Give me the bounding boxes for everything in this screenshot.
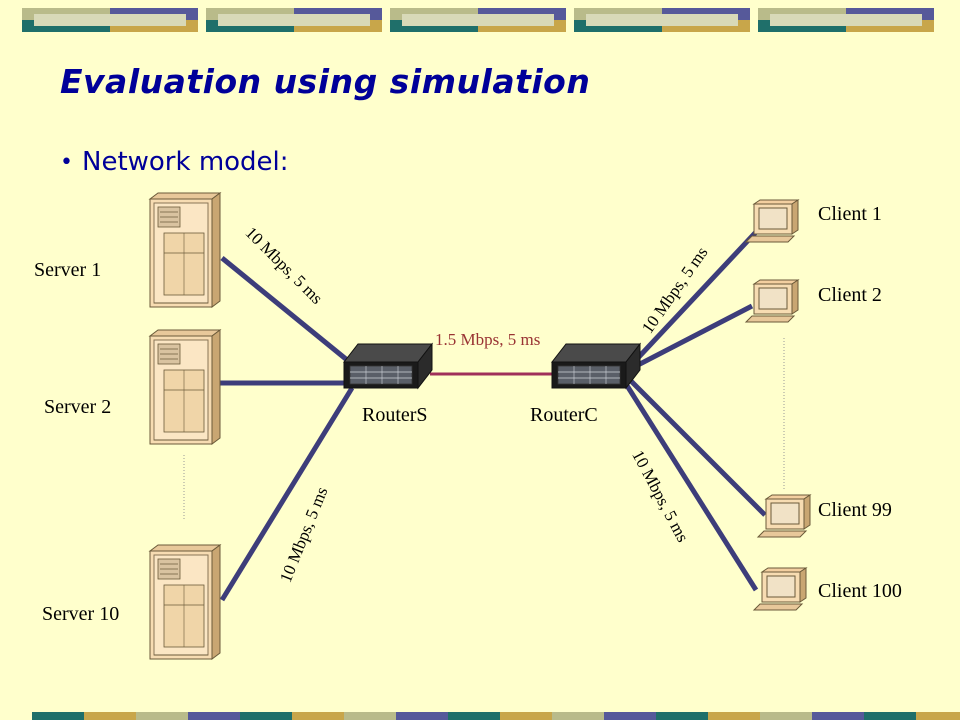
decoration-rect: [136, 712, 188, 720]
decoration-rect: [500, 712, 552, 720]
decoration-rect: [240, 712, 292, 720]
network-links: [218, 230, 767, 602]
router-icon: [343, 343, 433, 389]
slide-title: Evaluation using simulation: [60, 62, 591, 101]
decoration-rect: [84, 712, 136, 720]
decoration-rect: [396, 712, 448, 720]
link-routerc-client1: [634, 230, 758, 362]
decoration-rect: [656, 712, 708, 720]
decoration-block: [206, 8, 382, 32]
decoration-block: [574, 8, 750, 32]
server-label: Server 2: [44, 396, 112, 418]
link-routerc-client100: [623, 382, 759, 592]
link-server10-routers: [219, 386, 355, 602]
decoration-rect: [770, 14, 922, 26]
bullet-text: Network model:: [82, 147, 289, 177]
decoration-rect: [916, 712, 960, 720]
server-label: Server 10: [42, 603, 120, 625]
client-computer-icon: [745, 279, 799, 323]
bullet-marker: •: [60, 149, 73, 175]
decoration-rect: [218, 14, 370, 26]
decoration-rect: [586, 14, 738, 26]
decoration-rect: [552, 712, 604, 720]
decoration-block: [390, 8, 566, 32]
client-computer-icon: [745, 199, 799, 243]
decoration-rect: [708, 712, 760, 720]
decoration-rect: [402, 14, 554, 26]
client-label: Client 100: [818, 580, 902, 602]
client-label: Client 2: [818, 284, 882, 306]
bullet-item: • Network model:: [60, 147, 289, 177]
decoration-rect: [448, 712, 500, 720]
decoration-block: [758, 8, 934, 32]
decoration-rect: [34, 14, 186, 26]
server-label: Server 1: [34, 259, 102, 281]
server-icon: [149, 192, 221, 308]
bottleneck-link-label: 1.5 Mbps, 5 ms: [435, 330, 541, 349]
top-decoration-band: [22, 8, 934, 32]
decoration-rect: [32, 712, 84, 720]
decoration-rect: [812, 712, 864, 720]
decoration-rect: [604, 712, 656, 720]
decoration-rect: [864, 712, 916, 720]
router-icon: [551, 343, 641, 389]
decoration-block: [22, 8, 198, 32]
decoration-rect: [760, 712, 812, 720]
client-label: Client 1: [818, 203, 882, 225]
router-label: RouterS: [362, 404, 428, 426]
decoration-rect: [292, 712, 344, 720]
bottom-decoration-band: [32, 712, 960, 720]
link-routerc-client99: [628, 378, 767, 517]
client-label: Client 99: [818, 499, 892, 521]
decoration-rect: [188, 712, 240, 720]
link-routerc-client2: [634, 303, 754, 369]
client-computer-icon: [753, 567, 807, 611]
router-label: RouterC: [530, 404, 598, 426]
link-server1-routers: [220, 256, 354, 366]
server-icon: [149, 329, 221, 445]
server-icon: [149, 544, 221, 660]
client-computer-icon: [757, 494, 811, 538]
decoration-rect: [344, 712, 396, 720]
